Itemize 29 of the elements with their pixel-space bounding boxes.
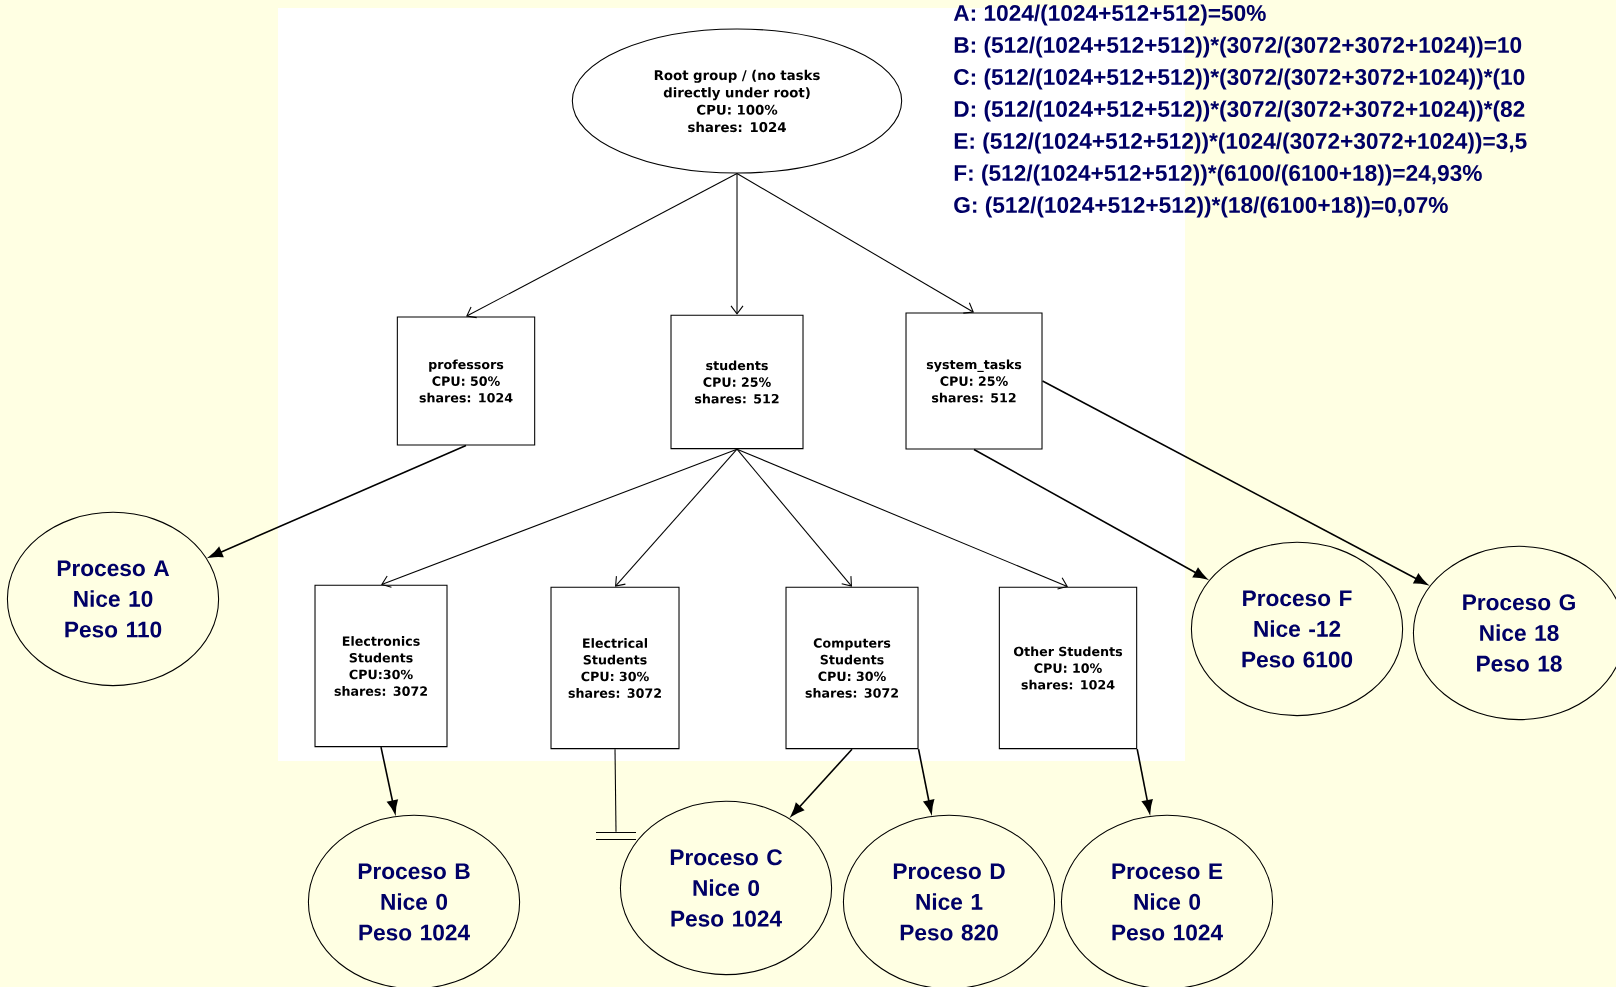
group-box: Electrical Students CPU: 30% shares: 3072 [550,586,680,750]
formula-line: A: 1024/(1024+512+512)=50% [953,4,1266,26]
arrow [730,173,744,315]
arrow [615,448,738,587]
arrow [973,448,1207,580]
arrow [466,173,738,319]
group-box: system_tasks CPU: 25% shares: 512 [905,312,1043,450]
formula-line: B: (512/(1024+512+512))*(3072/(3072+3072+1024))=10 [954,36,1522,58]
arrow [1136,748,1153,814]
formula-line: D: (512/(1024+512+512))*(3072/(3072+3072+1024))*(82 [954,100,1525,122]
ground-symbol [596,832,636,840]
arrow [380,746,398,814]
arrow [1041,380,1428,586]
formula-line: F: (512/(1024+512+512))*(6100/(6100+18))=24,93% [954,164,1482,186]
group-box: Computers Students CPU: 30% shares: 3072 [785,586,919,750]
formula-line: C: (512/(1024+512+512))*(3072/(3072+3072+1024))*(10 [954,68,1525,90]
arrow [736,448,852,587]
formula-line: G: (512/(1024+512+512))*(18/(6100+18))=0,07% [954,196,1448,218]
arrow [736,448,1068,590]
formula-line: E: (512/(1024+512+512))*(1024/(3072+3072+1024))=3,5 [954,132,1527,154]
group-box: Other Students CPU: 10% shares: 1024 [998,586,1138,750]
arrow [917,748,935,814]
arrow [209,444,467,558]
arrow [736,173,974,314]
arrow [790,748,853,817]
group-box: students CPU: 25% shares: 512 [670,314,804,450]
group-box: professors CPU: 50% shares: 1024 [396,316,536,446]
arrow [381,448,738,588]
group-box: Electronics Students CPU:30% shares: 3072 [314,584,448,748]
